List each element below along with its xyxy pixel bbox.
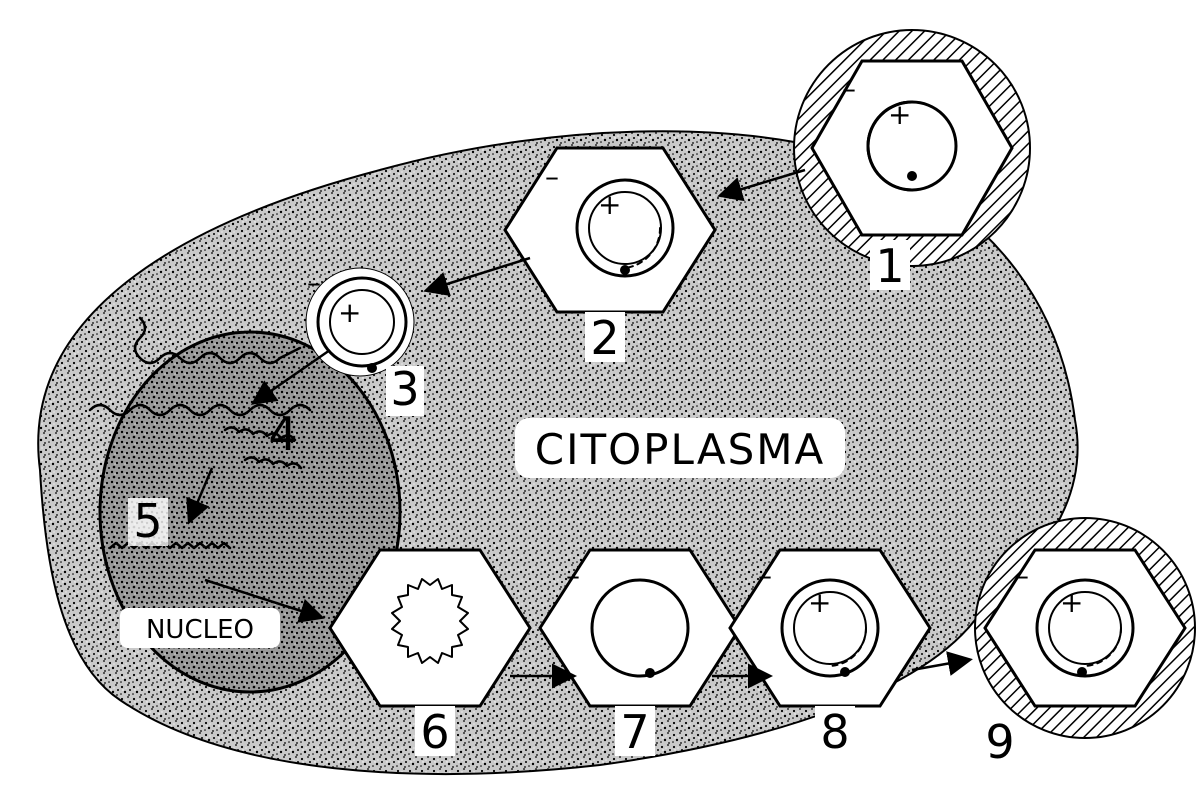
minus-sign: – [545,160,559,193]
step-number-9: 9 [985,715,1014,769]
cytoplasm-label: CITOPLASMA [535,425,825,474]
minus-sign: – [566,559,580,592]
step-number-5: 5 [133,494,162,548]
step-number-3: 3 [390,362,419,416]
minus-sign: – [842,72,856,105]
nucleus-label: NUCLEO [146,615,254,645]
plus-sign: + [338,296,361,329]
plus-sign: + [808,586,831,619]
plus-sign: + [888,98,911,131]
plus-sign: + [1060,586,1083,619]
plus-sign: + [598,188,621,221]
step-number-2: 2 [590,311,619,365]
minus-sign: – [307,266,321,299]
step-number-8: 8 [820,705,849,759]
minus-sign: – [1015,559,1029,592]
step-number-7: 7 [620,705,649,759]
virion-1: – + [794,30,1030,266]
step-number-1: 1 [875,239,904,293]
minus-sign: – [758,559,772,592]
step-number-4: 4 [268,407,297,461]
step-number-6: 6 [420,705,449,759]
virion-9: – + [975,518,1195,738]
